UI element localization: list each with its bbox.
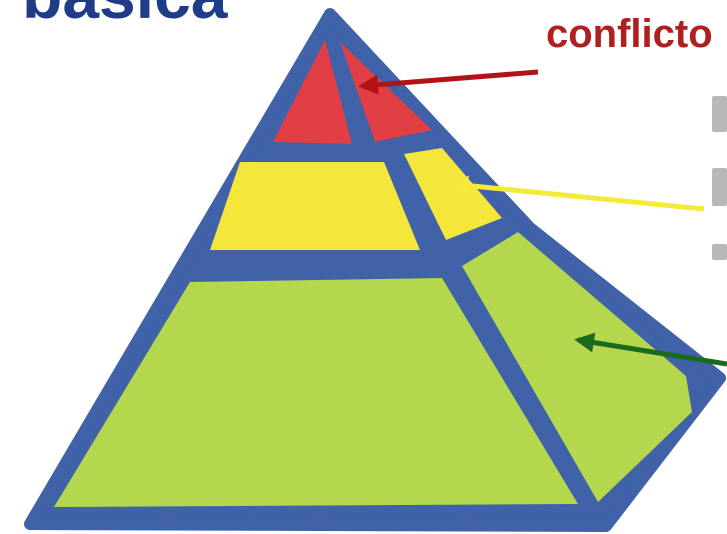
middle-tier-left-face	[210, 162, 420, 250]
